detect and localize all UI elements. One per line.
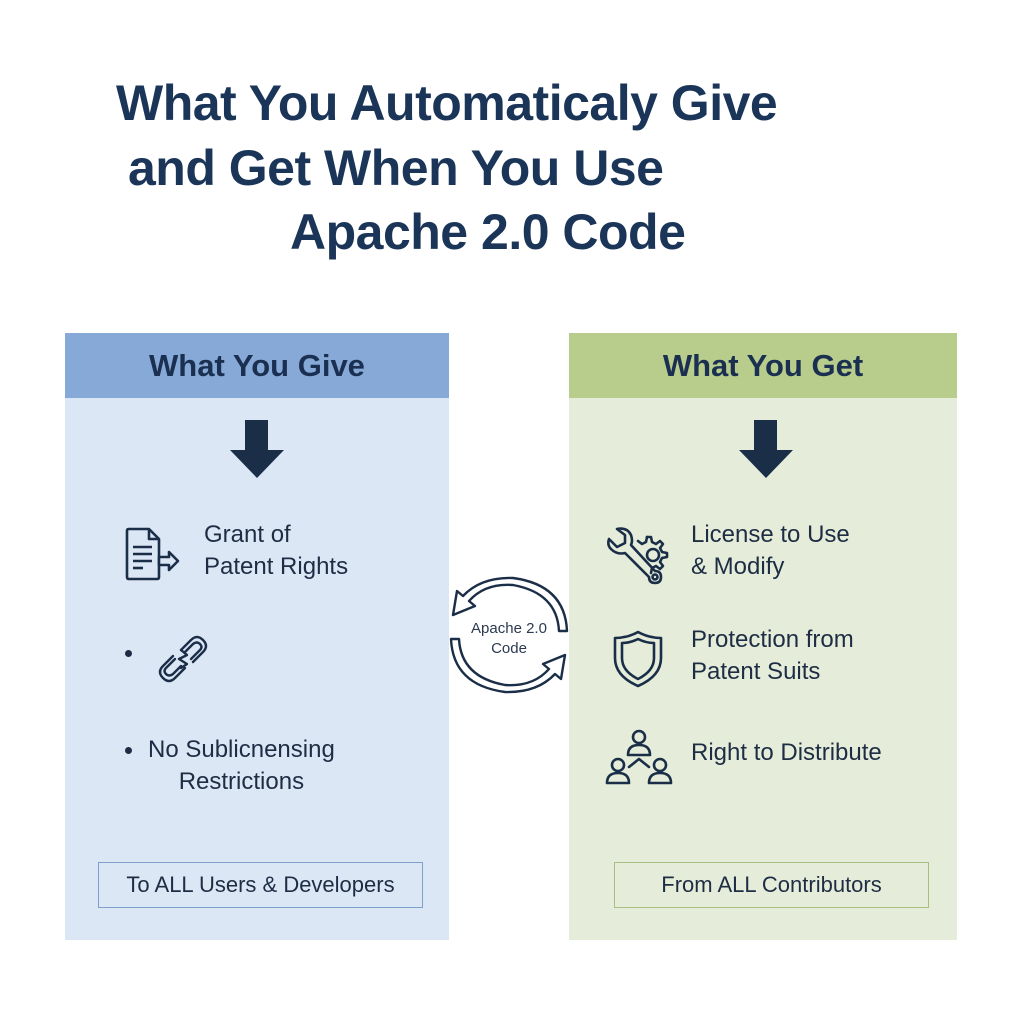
get-panel-heading: What You Get (569, 333, 957, 398)
wrench-gear-icon (607, 527, 669, 585)
page-title-line-3: Apache 2.0 Code (290, 204, 686, 260)
center-label: Apache 2.0 Code (471, 620, 547, 657)
get-panel: What You Get License to Use & Modify Pro… (569, 333, 957, 940)
page-title-line-1: What You Automaticaly Give (116, 75, 778, 131)
get-item-license: License to Use & Modify (603, 519, 850, 585)
down-arrow-icon (739, 420, 793, 478)
bullet-dot (125, 747, 132, 754)
bullet-dot (125, 650, 132, 657)
give-footer-box: To ALL Users & Developers (98, 862, 423, 908)
get-item-protection: Protection from Patent Suits (613, 624, 854, 688)
get-item-text: Protection from Patent Suits (691, 626, 854, 685)
get-footer-box: From ALL Contributors (614, 862, 929, 908)
give-item-no-sublicensing: No Sublicnensing Restrictions (148, 734, 335, 798)
cycle-arrows-icon (449, 576, 569, 694)
give-item-text: Grant of Patent Rights (204, 521, 349, 580)
get-item-distribute: Right to Distribute (605, 729, 882, 785)
down-arrow-icon (230, 420, 284, 478)
give-panel-heading: What You Give (65, 333, 449, 398)
get-item-text: Right to Distribute (691, 739, 882, 766)
give-panel: What You Give Grant of Patent Rights No … (65, 333, 449, 940)
shield-icon (613, 630, 663, 688)
page-title-line-2: and Get When You Use (128, 140, 664, 196)
people-network-icon (605, 729, 673, 785)
give-item-text: No Sublicnensing Restrictions (148, 736, 335, 795)
document-export-icon (125, 527, 180, 581)
give-item-patent-rights: Grant of Patent Rights (123, 519, 348, 583)
broken-link-icon (158, 635, 208, 683)
get-item-text: License to Use & Modify (691, 521, 850, 580)
